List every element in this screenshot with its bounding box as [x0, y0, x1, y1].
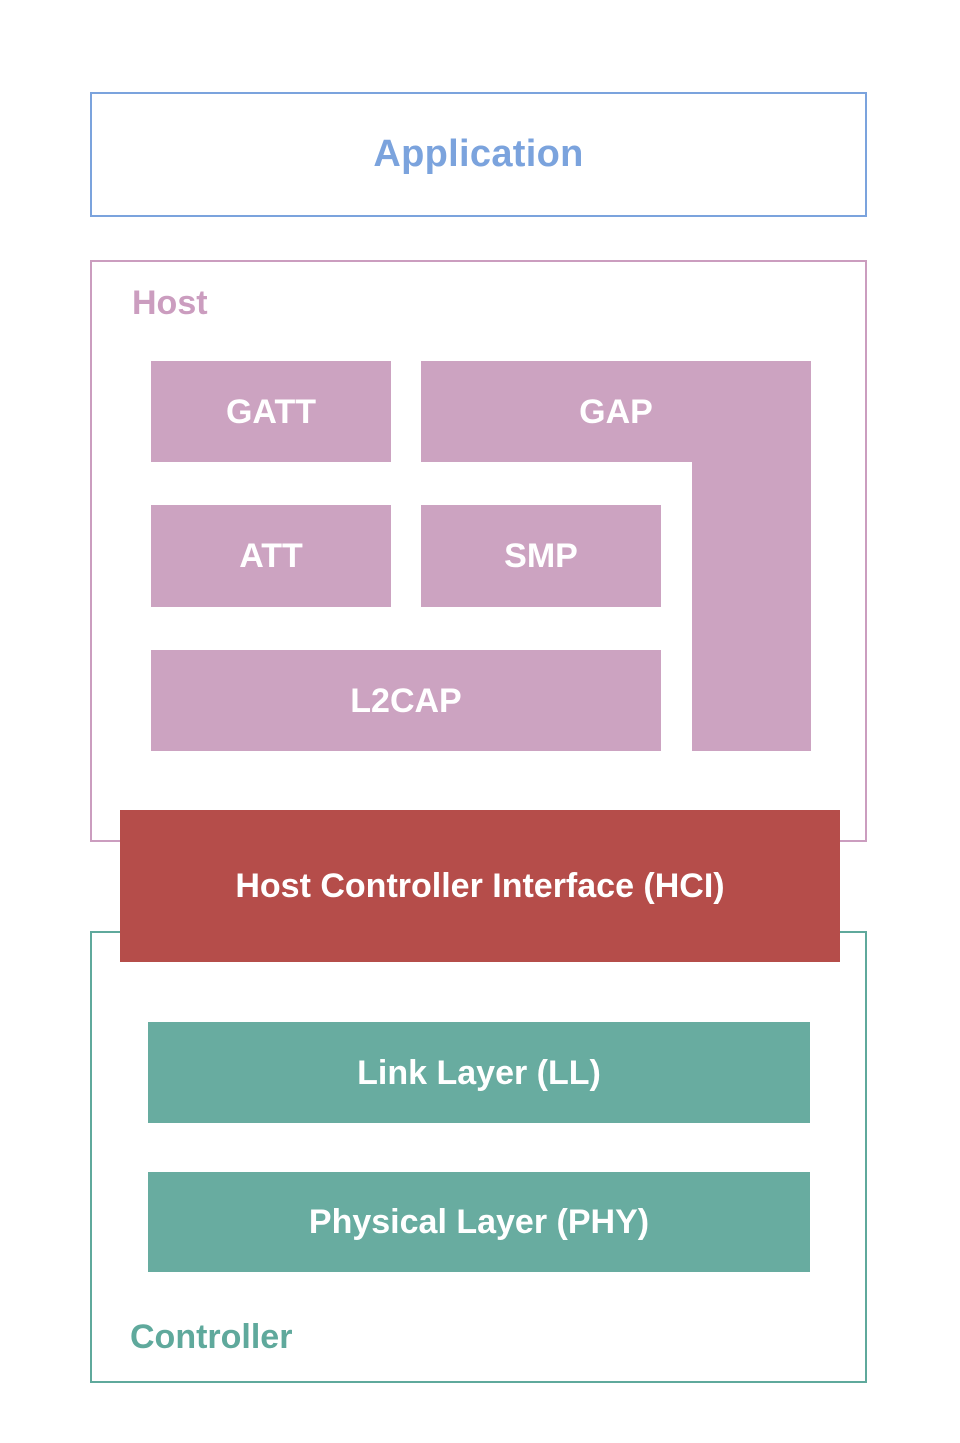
- block-l2cap: L2CAP: [151, 650, 661, 751]
- gap-top-arm: [421, 361, 811, 462]
- controller-layer-label: Controller: [130, 1318, 293, 1356]
- gap-side-arm: [692, 462, 811, 751]
- application-layer-box: Application: [90, 92, 867, 217]
- block-host-controller-interface: Host Controller Interface (HCI): [120, 810, 840, 962]
- block-gap: GAP: [421, 361, 811, 751]
- block-gap-label: GAP: [579, 392, 653, 431]
- block-physical-layer: Physical Layer (PHY): [148, 1172, 810, 1272]
- block-smp: SMP: [421, 505, 661, 607]
- block-att: ATT: [151, 505, 391, 607]
- host-layer-label: Host: [132, 284, 208, 322]
- block-link-layer: Link Layer (LL): [148, 1022, 810, 1123]
- application-layer-label: Application: [373, 133, 584, 175]
- controller-layer-box: Controller: [90, 931, 867, 1383]
- block-gatt: GATT: [151, 361, 391, 462]
